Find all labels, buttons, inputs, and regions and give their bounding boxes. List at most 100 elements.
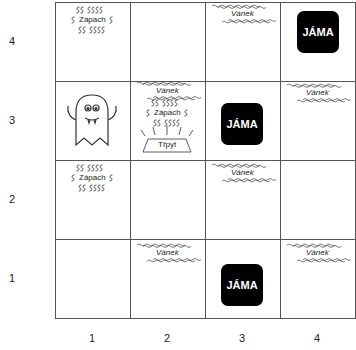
axis-number: 4 — [9, 35, 15, 47]
stench-squiggle — [90, 27, 93, 33]
wumpus-body — [76, 95, 108, 145]
wumpus-eye — [85, 105, 91, 111]
stench-squiggle — [72, 175, 75, 181]
stench-squiggle — [81, 7, 84, 13]
breeze-wave — [218, 166, 266, 168]
gold-bar — [143, 139, 191, 152]
stench-squiggle — [100, 7, 103, 13]
stench-squiggle — [173, 120, 176, 126]
stench-squiggle — [98, 27, 101, 33]
stench-squiggle — [81, 165, 84, 171]
breeze-wave — [143, 84, 191, 86]
breeze-wave — [218, 7, 266, 9]
axis-number: 1 — [89, 332, 95, 344]
breeze-label: Vánek — [156, 87, 179, 96]
stench-squiggle — [77, 7, 80, 13]
glitter-ray — [167, 126, 168, 135]
wumpus-teeth — [88, 120, 96, 124]
breeze-wave — [143, 246, 191, 248]
breeze-wave — [297, 100, 345, 102]
stench-squiggle — [158, 120, 161, 126]
stench-squiggle — [165, 120, 168, 126]
breeze-wave — [303, 99, 351, 101]
breeze-wave — [297, 260, 345, 262]
pit-label: JÁMA — [226, 279, 257, 291]
stench-squiggle — [88, 7, 91, 13]
stench-squiggle — [100, 165, 103, 171]
stench-squiggle — [98, 185, 101, 191]
pit-box: JÁMA — [221, 103, 263, 145]
axis-number: 3 — [239, 332, 245, 344]
stench-squiggle — [83, 185, 86, 191]
stench-squiggle — [94, 27, 97, 33]
stench-label: Zápach — [154, 109, 181, 118]
stench-squiggle — [169, 120, 172, 126]
breeze-wave — [228, 179, 276, 181]
wumpus-figure — [68, 95, 116, 145]
axis-number: 2 — [9, 193, 15, 205]
stench-squiggle — [177, 120, 180, 126]
stench-squiggle — [152, 100, 155, 106]
stench-label: Zápach — [79, 16, 106, 25]
stench-squiggle — [92, 165, 95, 171]
breeze-wave — [222, 21, 270, 23]
stench-squiggle — [92, 7, 95, 13]
breeze-wave — [228, 20, 276, 22]
grid-line — [56, 160, 356, 161]
wumpus-arm — [108, 106, 116, 120]
pit-box: JÁMA — [221, 264, 263, 306]
breeze-wave — [222, 180, 270, 182]
stench-squiggle — [163, 100, 166, 106]
stench-squiggle — [167, 100, 170, 106]
stench-squiggle — [96, 165, 99, 171]
stench-squiggle — [147, 110, 150, 116]
grid-line — [56, 239, 356, 240]
grid-lines — [56, 3, 356, 319]
stench-squiggle — [156, 100, 159, 106]
stench-squiggle — [90, 185, 93, 191]
breeze-label: Vánek — [156, 249, 179, 258]
breeze-wave — [153, 259, 201, 261]
stench-squiggle — [79, 27, 82, 33]
breeze-label: Vánek — [231, 10, 254, 19]
stench-squiggle — [96, 7, 99, 13]
stench-squiggle — [72, 17, 75, 23]
glitter-ray — [153, 127, 155, 135]
breeze-wave — [293, 246, 341, 248]
grid-border — [56, 3, 356, 319]
stench-squiggle — [110, 17, 113, 23]
stench-squiggle — [102, 185, 105, 191]
stench-squiggle — [77, 165, 80, 171]
breeze-wave — [303, 259, 351, 261]
stench-squiggle — [88, 165, 91, 171]
stench-squiggle — [79, 185, 82, 191]
pit-box: JÁMA — [297, 11, 339, 53]
stench-squiggle — [102, 27, 105, 33]
stench-squiggle — [94, 185, 97, 191]
axis-number: 1 — [9, 272, 15, 284]
breeze-label: Vánek — [231, 169, 254, 178]
breeze-label: Vánek — [306, 249, 329, 258]
grid-line — [56, 81, 356, 82]
glitter-ray — [189, 130, 193, 136]
stench-squiggle — [175, 100, 178, 106]
wumpus-arm — [68, 106, 76, 120]
axis-number: 4 — [314, 332, 320, 344]
glitter-label: Třpyt — [158, 141, 176, 150]
wumpus-pupil — [95, 108, 97, 110]
stench-squiggle — [110, 175, 113, 181]
stench-squiggle — [185, 110, 188, 116]
breeze-wave — [147, 260, 195, 262]
breeze-wave — [153, 97, 201, 99]
wumpus-pupil — [87, 108, 89, 110]
axis-number: 3 — [9, 114, 15, 126]
glitter-ray — [179, 127, 181, 135]
breeze-label: Vánek — [306, 89, 329, 98]
stench-squiggle — [171, 100, 174, 106]
breeze-wave — [293, 86, 341, 88]
stench-label: Zápach — [79, 174, 106, 183]
stench-squiggle — [83, 27, 86, 33]
axis-number: 2 — [164, 332, 170, 344]
wumpus-mouth — [85, 118, 99, 120]
